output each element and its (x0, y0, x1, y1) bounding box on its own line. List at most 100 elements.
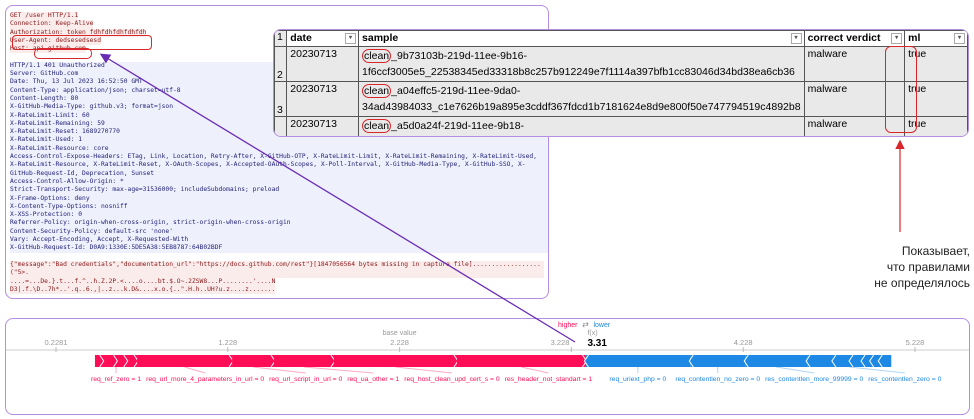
sample-id: _a04effc5-219d-11ee-9da0- (391, 85, 520, 97)
tick-label: 5.228 (906, 338, 925, 347)
annotation-text: Показывает, что правилами не определялос… (870, 243, 970, 291)
tick-label: 1.228 (218, 338, 237, 347)
clean-prefix-highlight: clean (362, 119, 391, 133)
label-connector (521, 367, 548, 373)
column-title: sample (362, 32, 398, 44)
higher-label: higher (558, 322, 578, 329)
host-highlight (34, 48, 92, 59)
annotation-line: не определялось (870, 275, 970, 291)
clean-prefix-highlight: clean (362, 84, 391, 98)
response-line: X-RateLimit-Resource: core (10, 145, 548, 153)
row-number: 1 (275, 31, 287, 47)
force-segment (137, 355, 232, 367)
verdict-table-panel: 1 date ▾ sample ▾ correct verdict ▾ ml ▾ 2 2… (273, 29, 969, 137)
cell-sample[interactable]: clean_a5d0a24f-219d-11ee-9b18- 1f6ccf3005… (359, 117, 805, 138)
label-connector (849, 367, 905, 373)
force-segment (745, 355, 807, 367)
force-segment (232, 355, 274, 367)
cell-date[interactable]: 20230713 (287, 47, 359, 82)
column-title: ml (908, 32, 920, 44)
request-line: GET /user HTTP/1.1 (10, 12, 78, 20)
row-number: 4 (275, 117, 287, 138)
tick-label: 2.228 (390, 338, 409, 347)
response-line: Access-Control-Allow-Origin: * (10, 178, 548, 186)
feature-label: req_host_clean_upd_cert_s = 0 (404, 376, 500, 383)
force-segment (585, 355, 690, 367)
body-json: {"message":"Bad credentials","documentat… (10, 261, 313, 268)
feature-label: req_uriext_php = 0 (609, 376, 666, 383)
table-row[interactable]: 3 20230713 clean_a04effc5-219d-11ee-9da0… (275, 82, 968, 117)
header-row: 1 date ▾ sample ▾ correct verdict ▾ ml ▾ (275, 31, 968, 47)
column-header-correct-verdict[interactable]: correct verdict ▾ (804, 31, 905, 47)
force-segment (457, 355, 586, 367)
shap-force-plot: 0.2281 1.228 2.228 3.228 4.228 5.228 base valu… (5, 318, 970, 415)
response-line: X-XSS-Protection: 0 (10, 211, 548, 219)
sample-id: _9b73103b-219d-11ee-9b16- (391, 50, 527, 62)
cell-date[interactable]: 20230713 (287, 82, 359, 117)
response-line: Content-Security-Policy: default-src 'no… (10, 228, 548, 236)
label-connector (776, 367, 814, 373)
filter-dropdown-icon[interactable]: ▾ (345, 33, 356, 44)
clean-prefix-highlight: clean (362, 49, 391, 63)
force-segment (690, 355, 745, 367)
higher-lower-arrows-icon: ⇄ (582, 320, 589, 329)
annotation-line: что правилами (870, 259, 970, 275)
row-number: 3 (275, 82, 287, 117)
sample-hash: 1f6ccf3005e5_be0630f35503bff2c71ad8bddf1… (362, 136, 792, 137)
sample-hash: 1f6ccf3005e5_22538345ed33318b8c257b91224… (362, 66, 795, 78)
column-title: correct verdict (808, 32, 881, 44)
force-segment (274, 355, 334, 367)
column-header-sample[interactable]: sample ▾ (359, 31, 805, 47)
label-connector (253, 367, 306, 373)
cell-sample[interactable]: clean_9b73103b-219d-11ee-9b16- 1f6ccf3005… (359, 47, 805, 82)
table-row[interactable]: 2 20230713 clean_9b73103b-219d-11ee-9b16… (275, 47, 968, 82)
force-plot-svg: 0.2281 1.228 2.228 3.228 4.228 5.228 base valu… (6, 319, 969, 414)
feature-label: req_ref_zero = 1 (91, 376, 141, 383)
label-connector (185, 367, 206, 373)
body-garbage-line: ....=...De.}.t...f.^..h.Z.2P.<....o....b… (10, 278, 275, 286)
fx-label: f(x) (587, 330, 597, 337)
filter-dropdown-icon[interactable]: ▾ (954, 33, 965, 44)
label-connector (304, 367, 373, 373)
response-line: X-Frame-Options: deny (10, 195, 548, 203)
lower-label: lower (593, 322, 610, 329)
response-line: Strict-Transport-Security: max-age=31536… (10, 186, 548, 194)
cell-date[interactable]: 20230713 (287, 117, 359, 138)
force-segment (334, 355, 457, 367)
column-header-date[interactable]: date ▾ (287, 31, 359, 47)
fx-value: 3.31 (587, 338, 607, 349)
tick-label: 0.2281 (45, 338, 68, 347)
column-title: date (290, 32, 312, 44)
annotation-line: Показывает, (870, 243, 970, 259)
body-garbage-line: D3|.f.\D..7h*..'.q..6.,|..z...k.D&....x.… (10, 286, 275, 294)
ml-column-highlight (885, 46, 917, 133)
feature-label: req_ua_other = 1 (347, 376, 399, 383)
feature-label: res_contentlen_zero = 0 (868, 376, 941, 383)
tick-label: 3.228 (551, 338, 570, 347)
filter-dropdown-icon[interactable]: ▾ (891, 33, 902, 44)
table-row[interactable]: 4 20230713 clean_a5d0a24f-219d-11ee-9b18… (275, 117, 968, 138)
feature-label: req_contentlen_no_zero = 0 (675, 376, 760, 383)
column-header-ml[interactable]: ml ▾ (905, 31, 968, 47)
row-number: 2 (275, 47, 287, 82)
sample-hash: 34ad43984033_c1e7626b19a895e3cddf367fdcd… (362, 101, 801, 113)
response-line: X-Content-Type-Options: nosniff (10, 203, 548, 211)
verdict-table: 1 date ▾ sample ▾ correct verdict ▾ ml ▾ 2 2… (274, 30, 968, 137)
sample-id: _a5d0a24f-219d-11ee-9b18- (391, 120, 524, 132)
feature-label: res_header_not_standart = 1 (505, 376, 593, 383)
feature-label: res_contentlen_more_99999 = 0 (765, 376, 863, 383)
label-connector (395, 367, 451, 373)
response-line: X-RateLimit-Used: 1 (10, 136, 548, 144)
feature-label: req_url_more_4_parameters_in_url = 0 (146, 376, 264, 383)
filter-dropdown-icon[interactable]: ▾ (791, 33, 802, 44)
response-body: {"message":"Bad credentials","documentat… (10, 261, 544, 278)
response-line: X-GitHub-Request-Id: D0A9:1330E:5DE5A38:… (10, 244, 548, 252)
base-value-label: base value (383, 330, 417, 337)
response-line: Access-Control-Expose-Headers: ETag, Lin… (10, 153, 548, 178)
request-line: Connection: Keep-Alive (10, 20, 93, 28)
cell-sample[interactable]: clean_a04effc5-219d-11ee-9da0- 34ad439840… (359, 82, 805, 117)
response-line: Vary: Accept-Encoding, Accept, X-Request… (10, 236, 548, 244)
feature-label: req_url_script_in_url = 0 (269, 376, 342, 383)
tick-label: 4.228 (734, 338, 753, 347)
response-line: Referrer-Policy: origin-when-cross-origi… (10, 219, 548, 227)
